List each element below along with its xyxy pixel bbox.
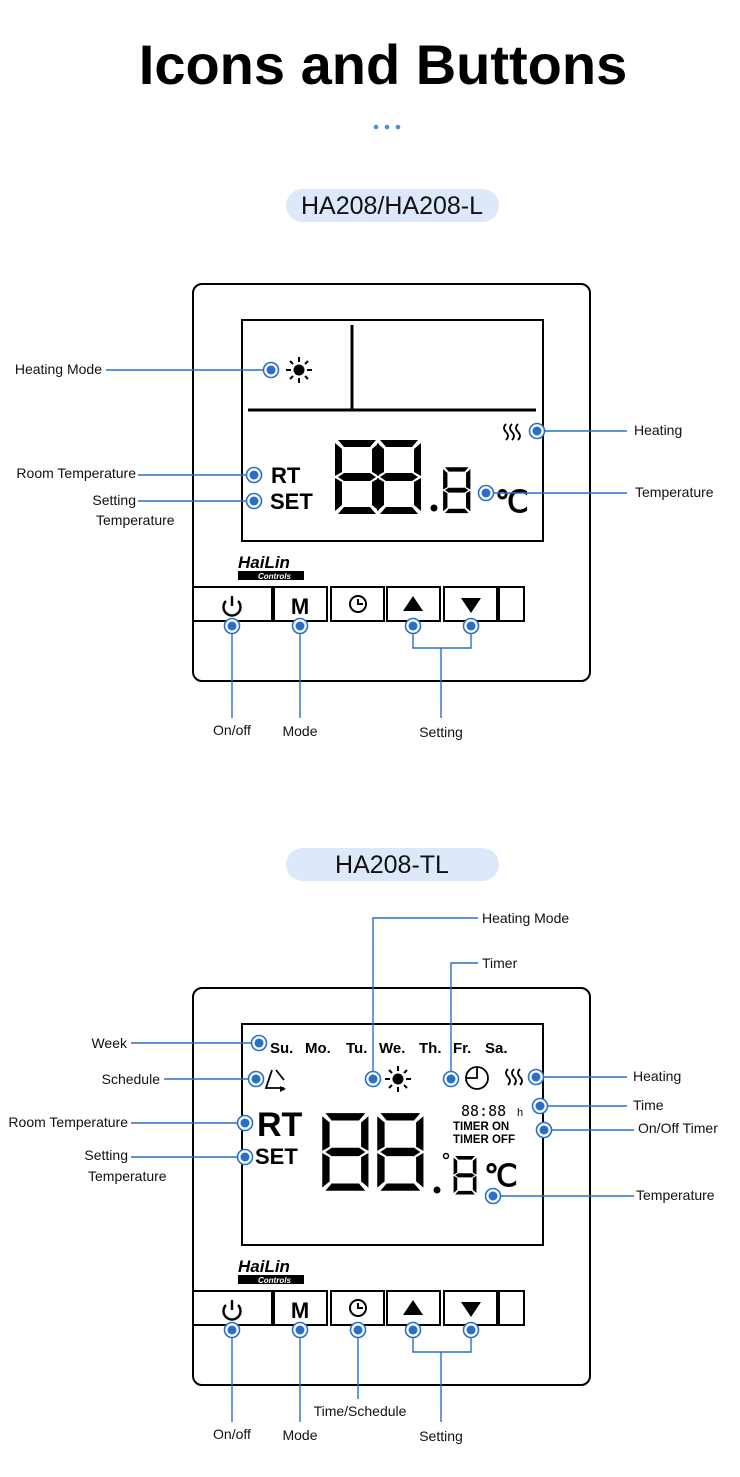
model2-label-schedule: Schedule bbox=[102, 1071, 161, 1087]
model1-label-temperature: Temperature bbox=[635, 484, 714, 500]
model1-label-room-temperature: Room Temperature bbox=[16, 465, 136, 481]
model2-schedule-icon bbox=[264, 1069, 286, 1092]
model2-name: HA208-TL bbox=[335, 851, 449, 879]
day-label: Th. bbox=[419, 1040, 442, 1057]
model2-unit: ℃ bbox=[484, 1160, 518, 1193]
model1-brand-logo: HaiLin Controls bbox=[238, 553, 304, 581]
model2-label-time: Time bbox=[633, 1097, 664, 1113]
svg-text:HaiLin: HaiLin bbox=[238, 553, 290, 572]
model2-label-temperature: Temperature bbox=[636, 1187, 715, 1203]
model1-down-button[interactable] bbox=[461, 598, 481, 613]
model1-label-setting-temperature-line2: Temperature bbox=[96, 512, 175, 528]
model2-label-timer: Timer bbox=[482, 955, 518, 971]
model2-timer-off-label: TIMER OFF bbox=[453, 1134, 515, 1146]
svg-text:HaiLin: HaiLin bbox=[238, 1257, 290, 1276]
model2-label-mode: Mode bbox=[282, 1427, 317, 1443]
model1-set-label: SET bbox=[270, 489, 313, 514]
model2-label-week: Week bbox=[91, 1035, 128, 1051]
model2-label-heating-mode: Heating Mode bbox=[482, 910, 569, 926]
page-title: Icons and Buttons bbox=[139, 33, 627, 96]
model2-label-time-schedule: Time/Schedule bbox=[314, 1403, 407, 1419]
model2-rt-label: RT bbox=[257, 1106, 303, 1144]
model1-label-heating-mode: Heating Mode bbox=[15, 361, 102, 377]
model1-pill bbox=[286, 189, 499, 222]
model2-leader-lines bbox=[131, 917, 634, 1422]
model2-clock-unit: h bbox=[517, 1107, 523, 1119]
model1-unit: ℃ bbox=[495, 486, 529, 519]
model1-rt-label: RT bbox=[271, 463, 301, 488]
model1-label-setting-temperature-line1: Setting bbox=[92, 492, 136, 508]
day-label: Fr. bbox=[453, 1040, 471, 1057]
svg-text:Controls: Controls bbox=[258, 572, 291, 581]
model2-label-heating: Heating bbox=[633, 1068, 681, 1084]
model2-brand-logo: HaiLin Controls bbox=[238, 1257, 304, 1285]
model2-set-label: SET bbox=[255, 1144, 298, 1169]
model2-down-button[interactable] bbox=[461, 1302, 481, 1317]
model2-label-onoff-timer: On/Off Timer bbox=[638, 1120, 718, 1136]
model2-temperature-digits bbox=[322, 1113, 477, 1195]
model2-mode-button[interactable]: M bbox=[291, 1298, 309, 1323]
model1-leader-lines bbox=[106, 369, 627, 718]
day-label: Tu. bbox=[346, 1040, 367, 1057]
day-label: Mo. bbox=[305, 1040, 331, 1057]
dots-divider bbox=[373, 124, 401, 130]
model2-label-setting-temperature-line2: Temperature bbox=[88, 1168, 167, 1184]
model1-label-onoff: On/off bbox=[213, 722, 251, 738]
model1-temperature-digits bbox=[335, 440, 471, 514]
day-label: Su. bbox=[270, 1040, 293, 1057]
model1-lcd bbox=[241, 319, 544, 542]
model1-label-setting: Setting bbox=[419, 724, 463, 740]
model2-up-button[interactable] bbox=[403, 1300, 423, 1315]
model2-label-setting-temperature-line1: Setting bbox=[84, 1147, 128, 1163]
day-label: Sa. bbox=[485, 1040, 508, 1057]
svg-text:Controls: Controls bbox=[258, 1276, 291, 1285]
model2-label-room-temperature: Room Temperature bbox=[8, 1114, 128, 1130]
model1-mode-button[interactable]: M bbox=[291, 594, 309, 619]
day-label: We. bbox=[379, 1040, 405, 1057]
model1-name: HA208/HA208-L bbox=[301, 192, 483, 220]
model1-label-mode: Mode bbox=[282, 723, 317, 739]
model1-label-heating: Heating bbox=[634, 422, 682, 438]
model2-label-setting: Setting bbox=[419, 1428, 463, 1444]
model1-up-button[interactable] bbox=[403, 596, 423, 611]
model2-pill bbox=[286, 848, 499, 881]
model2-timer-on-label: TIMER ON bbox=[453, 1121, 509, 1133]
model2-clock-display: 88:88 bbox=[461, 1102, 506, 1120]
model2-timer-icon bbox=[465, 1066, 489, 1090]
model2-week-days: Su. Mo. Tu. We. Th. Fr. Sa. bbox=[270, 1040, 508, 1057]
model2-label-onoff: On/off bbox=[213, 1426, 251, 1442]
